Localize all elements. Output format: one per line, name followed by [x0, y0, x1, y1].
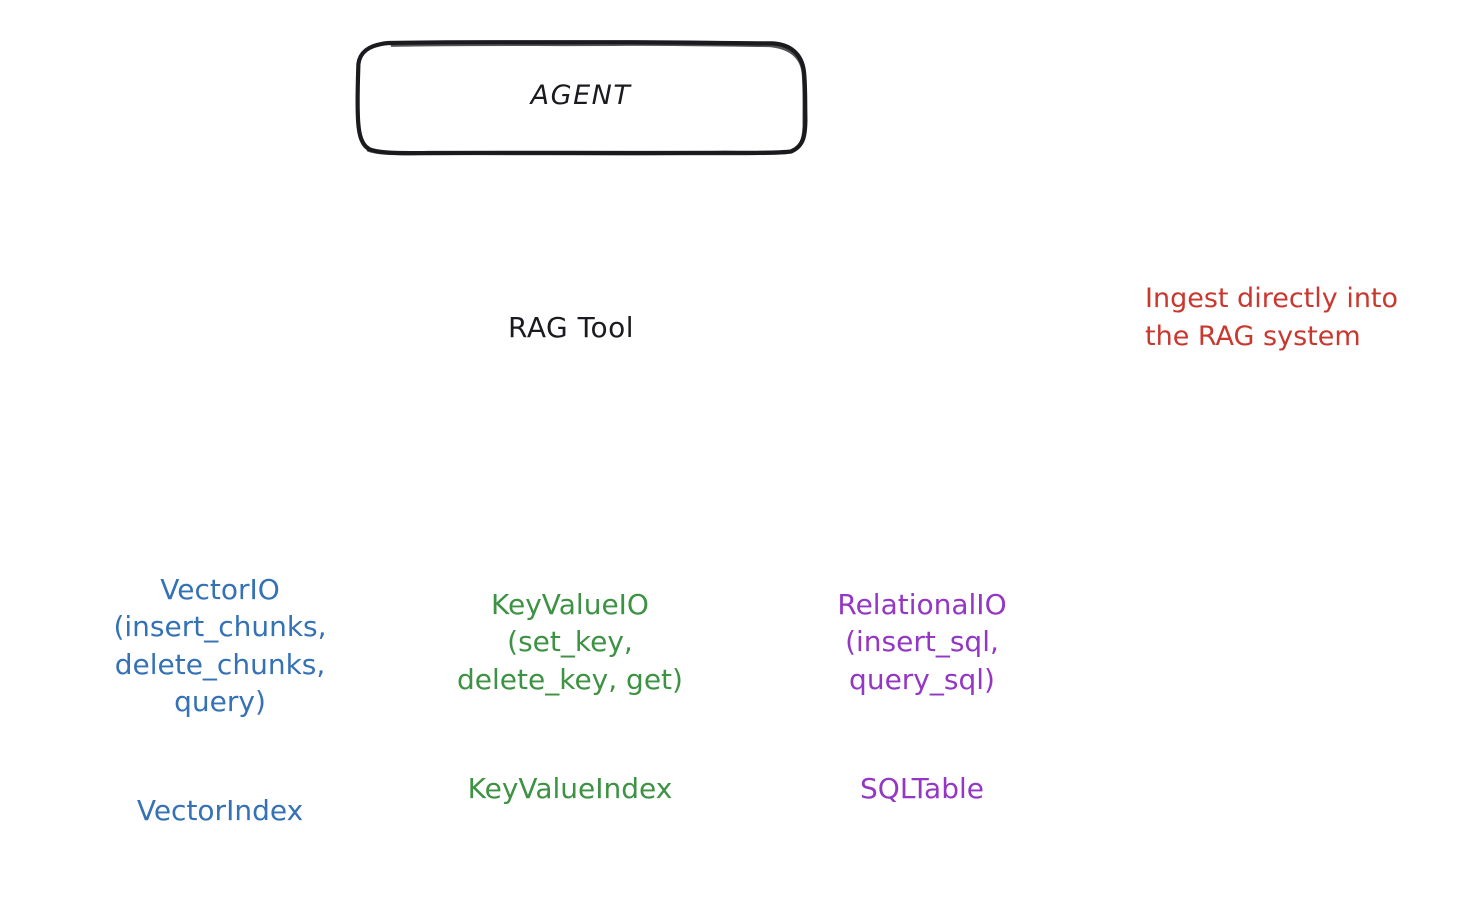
- relational-io-text-block: RelationalIO (insert_sql, query_sql) SQL…: [786, 548, 1058, 807]
- vector-io-text-block: VectorIO (insert_chunks, delete_chunks, …: [70, 533, 370, 830]
- agent-node-label: AGENT: [530, 80, 632, 111]
- vector-io-api-label: VectorIO (insert_chunks, delete_chunks, …: [113, 572, 327, 719]
- vector-text-spacer: [70, 721, 370, 755]
- relational-index-label: SQLTable: [860, 771, 984, 805]
- rag-tool-node-label: RAG Tool: [508, 311, 634, 344]
- relational-io-api-label: RelationalIO (insert_sql, query_sql): [837, 587, 1007, 696]
- ingest-annotation-label: Ingest directly into the RAG system: [1145, 283, 1399, 353]
- keyvalue-text-spacer: [426, 698, 714, 732]
- keyvalue-io-text-block: KeyValueIO (set_key, delete_key, get) Ke…: [426, 548, 714, 807]
- node-agent[interactable]: [355, 40, 808, 156]
- keyvalue-index-label: KeyValueIndex: [467, 771, 673, 805]
- agent-box-sketch-overstroke: [366, 43, 806, 156]
- relational-text-spacer: [786, 698, 1058, 732]
- keyvalue-io-api-label: KeyValueIO (set_key, delete_key, get): [457, 587, 683, 696]
- vector-index-label: VectorIndex: [136, 794, 304, 828]
